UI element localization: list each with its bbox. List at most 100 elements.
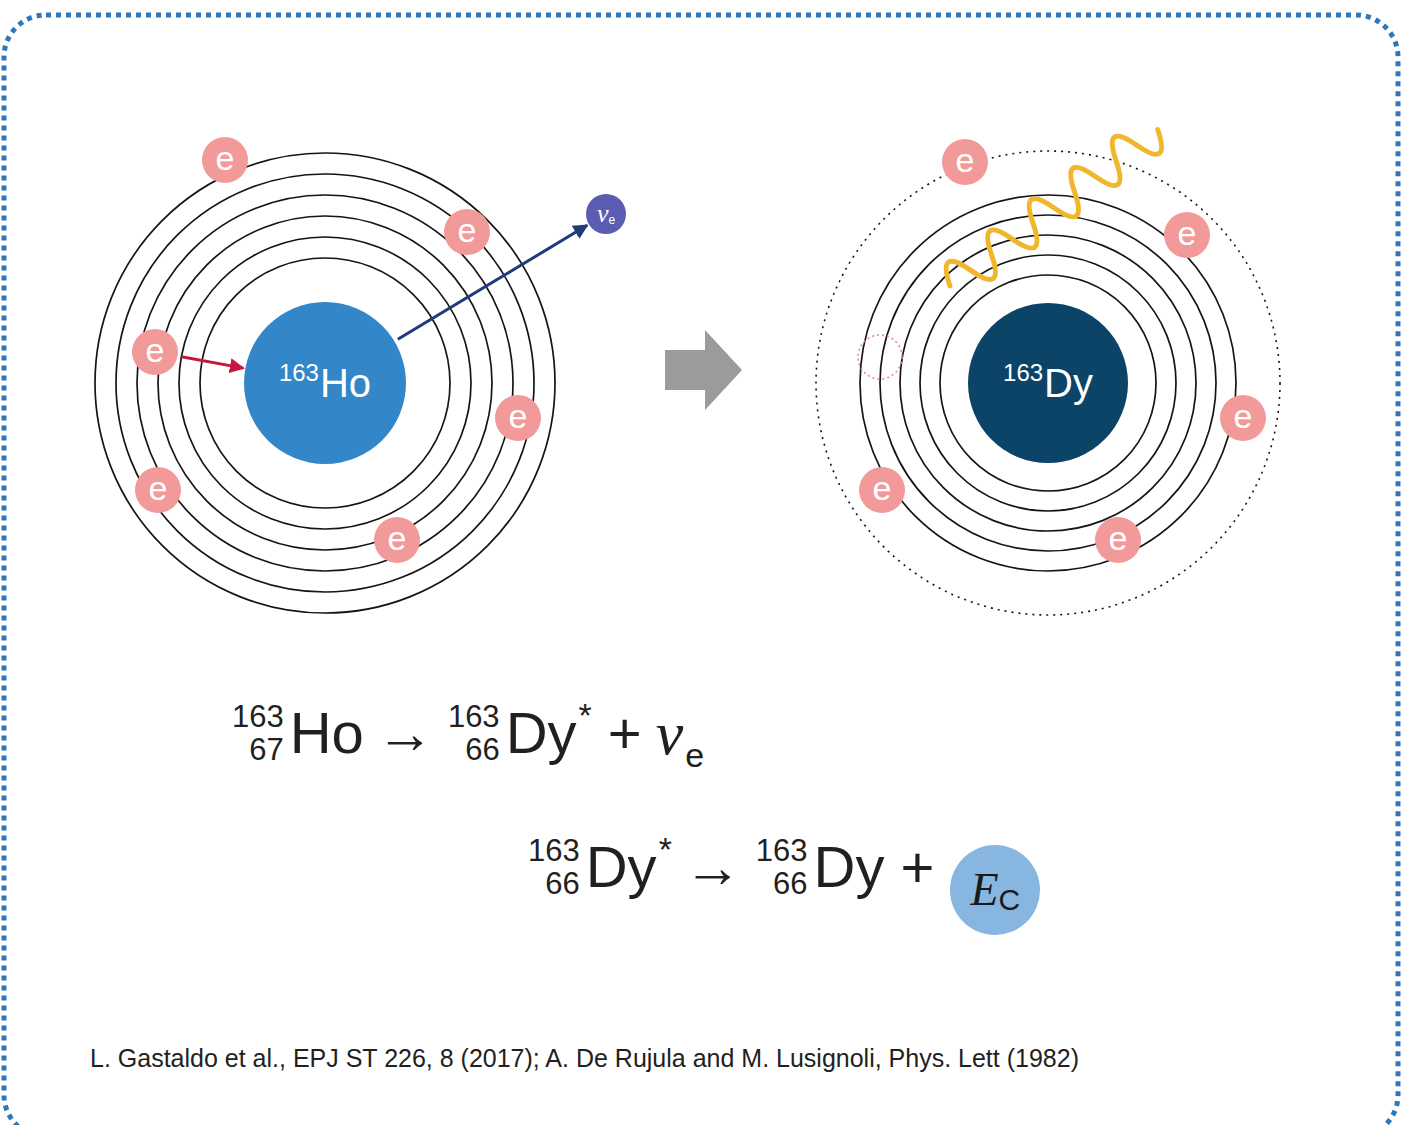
- excited-symbol: Dy*: [506, 704, 592, 762]
- neutrino-flavour: e: [608, 214, 615, 226]
- nuclide-numbers: 16366: [528, 834, 580, 901]
- orbit-ring: [179, 237, 471, 529]
- equation: 16367Ho→16366Dy*+νe: [232, 700, 704, 767]
- dotted-orbit: [816, 151, 1280, 615]
- mass-number: 163: [1003, 361, 1043, 385]
- dysprosium-orbits: [816, 151, 1280, 615]
- electron-circle: e: [1164, 212, 1210, 258]
- mass-number: 163: [756, 834, 808, 867]
- energy-subscript: C: [999, 885, 1021, 915]
- energy-badge: EC: [950, 845, 1040, 935]
- electron-circle: e: [374, 517, 420, 563]
- electron-circle: e: [444, 209, 490, 255]
- node-text: 163Dy: [1003, 361, 1093, 405]
- node-text: e: [149, 475, 168, 505]
- holmium-nucleus: 163Ho: [244, 302, 406, 464]
- equation: 16366Dy*→16366Dy+: [528, 834, 934, 901]
- capture-arrow: [398, 225, 587, 339]
- element-symbol: Ho: [320, 363, 371, 403]
- orbit-ring: [158, 216, 492, 550]
- nuclide-numbers: 16366: [448, 700, 500, 767]
- capture-arrow: [182, 357, 244, 368]
- dotted-frame: [4, 15, 1398, 1125]
- operator-symbol: +: [608, 704, 642, 762]
- holmium-orbits: [95, 153, 555, 613]
- excited-mark: *: [579, 698, 592, 732]
- electron-label: e: [146, 333, 165, 367]
- citation-note: L. Gastaldo et al., EPJ ST 226, 8 (2017)…: [90, 1043, 1079, 1073]
- node-text: e: [1178, 220, 1197, 250]
- electron-label: e: [873, 471, 892, 505]
- atomic-number: 67: [249, 733, 283, 766]
- element-symbol: Dy: [814, 838, 885, 896]
- element-symbol: Dy: [586, 838, 657, 896]
- orbit-ring: [940, 275, 1156, 491]
- element-symbol: Ho: [290, 704, 364, 762]
- dysprosium-nucleus: 163Dy: [968, 303, 1128, 463]
- excited-symbol: Dy*: [586, 838, 672, 896]
- electron-label: e: [388, 521, 407, 555]
- excited-mark: *: [659, 832, 672, 866]
- nuclide-numbers: 16367: [232, 700, 284, 767]
- mass-number: 163: [279, 361, 319, 385]
- energy-symbol: E: [970, 867, 998, 913]
- neutrino-letter: ν: [656, 702, 684, 764]
- node-text: e: [873, 475, 892, 505]
- neutrino-letter: ν: [597, 201, 609, 227]
- node-text: e: [458, 217, 477, 247]
- orbit-ring: [137, 195, 513, 571]
- electron-label: e: [1178, 216, 1197, 250]
- orbit-ring: [200, 258, 450, 508]
- photon-squiggle: [938, 114, 1170, 302]
- mass-number: 163: [528, 834, 580, 867]
- electron-label: e: [216, 141, 235, 175]
- orbit-ring: [880, 215, 1216, 551]
- node-text: e: [146, 337, 165, 367]
- photon-wave: [938, 114, 1170, 302]
- neutrino-flavour: e: [685, 738, 704, 772]
- electron-circle: e: [1220, 395, 1266, 441]
- electron-circle: e: [132, 329, 178, 375]
- operator-symbol: +: [900, 838, 934, 896]
- node-text: νe: [597, 201, 615, 227]
- electron-label: e: [458, 213, 477, 247]
- electron-label: e: [956, 143, 975, 177]
- element-symbol: Dy: [506, 704, 577, 762]
- electron-circle: e: [495, 395, 541, 441]
- node-text: e: [956, 147, 975, 177]
- nuclide-numbers: 16366: [756, 834, 808, 901]
- electron-circle: e: [942, 139, 988, 185]
- atomic-number: 66: [773, 867, 807, 900]
- node-text: e: [1109, 525, 1128, 555]
- orbit-ring: [920, 255, 1176, 511]
- orbit-ring: [95, 153, 555, 613]
- neutrino-circle: νe: [586, 194, 626, 234]
- node-text: EC: [970, 865, 1020, 915]
- node-text: e: [509, 403, 528, 433]
- neutrino-symbol: νe: [656, 702, 704, 764]
- orbit-ring: [900, 235, 1196, 531]
- mass-number: 163: [232, 700, 284, 733]
- node-text: e: [216, 145, 235, 175]
- operator-symbol: →: [684, 838, 742, 896]
- electron-label: e: [509, 399, 528, 433]
- element-symbol: Dy: [1044, 363, 1093, 403]
- node-text: 163Ho: [279, 361, 371, 405]
- operator-symbol: →: [376, 704, 434, 762]
- atomic-number: 66: [465, 733, 499, 766]
- orbit-ring: [116, 174, 534, 592]
- electron-circle: e: [135, 467, 181, 513]
- electron-label: e: [1109, 521, 1128, 555]
- electron-label: e: [149, 471, 168, 505]
- process-arrow: [665, 330, 742, 410]
- electron-hole: [858, 335, 902, 379]
- electron-circle: e: [859, 467, 905, 513]
- orbit-ring: [860, 195, 1236, 571]
- electron-label: e: [1234, 399, 1253, 433]
- node-text: e: [1234, 403, 1253, 433]
- atomic-number: 66: [545, 867, 579, 900]
- node-text: e: [388, 525, 407, 555]
- mass-number: 163: [448, 700, 500, 733]
- electron-circle: e: [1095, 517, 1141, 563]
- electron-circle: e: [202, 137, 248, 183]
